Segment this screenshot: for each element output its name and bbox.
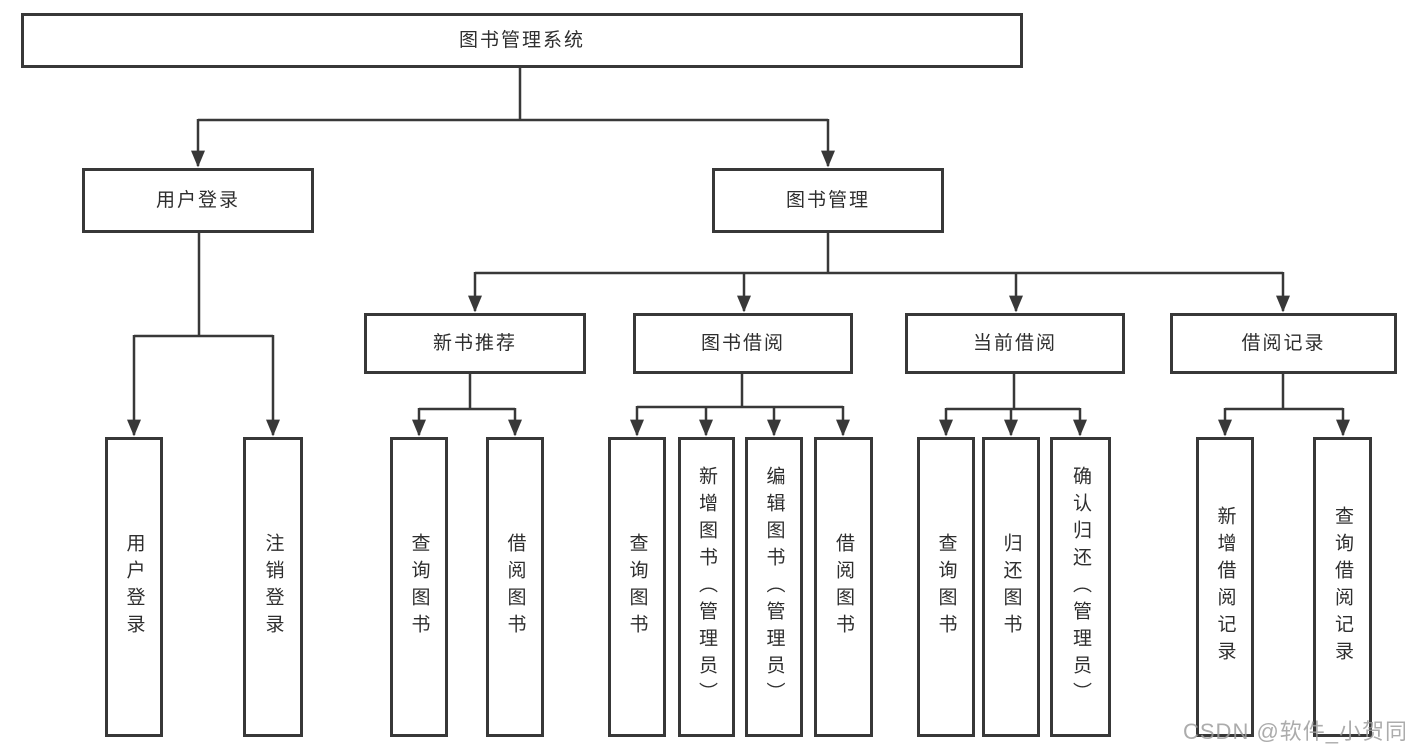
leaf-borrowing-query-books: 查询图书 [608, 437, 666, 737]
node-book-management: 图书管理 [712, 168, 944, 233]
node-new-book-recommend: 新书推荐 [364, 313, 586, 374]
leaf-user-login: 用户登录 [105, 437, 163, 737]
leaf-logout: 注销登录 [243, 437, 303, 737]
leaf-borrowing-borrow-books: 借阅图书 [814, 437, 873, 737]
leaf-records-add-borrow-record: 新增借阅记录 [1196, 437, 1254, 737]
node-current-borrowing: 当前借阅 [905, 313, 1125, 374]
leaf-records-query-borrow-record: 查询借阅记录 [1313, 437, 1372, 737]
node-borrowing-records: 借阅记录 [1170, 313, 1397, 374]
leaf-borrowing-edit-books-admin: 编辑图书（管理员） [745, 437, 803, 737]
csdn-watermark: CSDN @软件_小贺同学 [1183, 719, 1405, 744]
node-book-borrowing: 图书借阅 [633, 313, 853, 374]
node-user-login: 用户登录 [82, 168, 314, 233]
leaf-recommend-borrow-books: 借阅图书 [486, 437, 544, 737]
node-library-system: 图书管理系统 [21, 13, 1023, 68]
leaf-recommend-query-books: 查询图书 [390, 437, 448, 737]
leaf-current-return-books: 归还图书 [982, 437, 1040, 737]
leaf-borrowing-add-books-admin: 新增图书（管理员） [678, 437, 735, 737]
leaf-current-query-books: 查询图书 [917, 437, 975, 737]
leaf-current-confirm-return-admin: 确认归还（管理员） [1050, 437, 1111, 737]
